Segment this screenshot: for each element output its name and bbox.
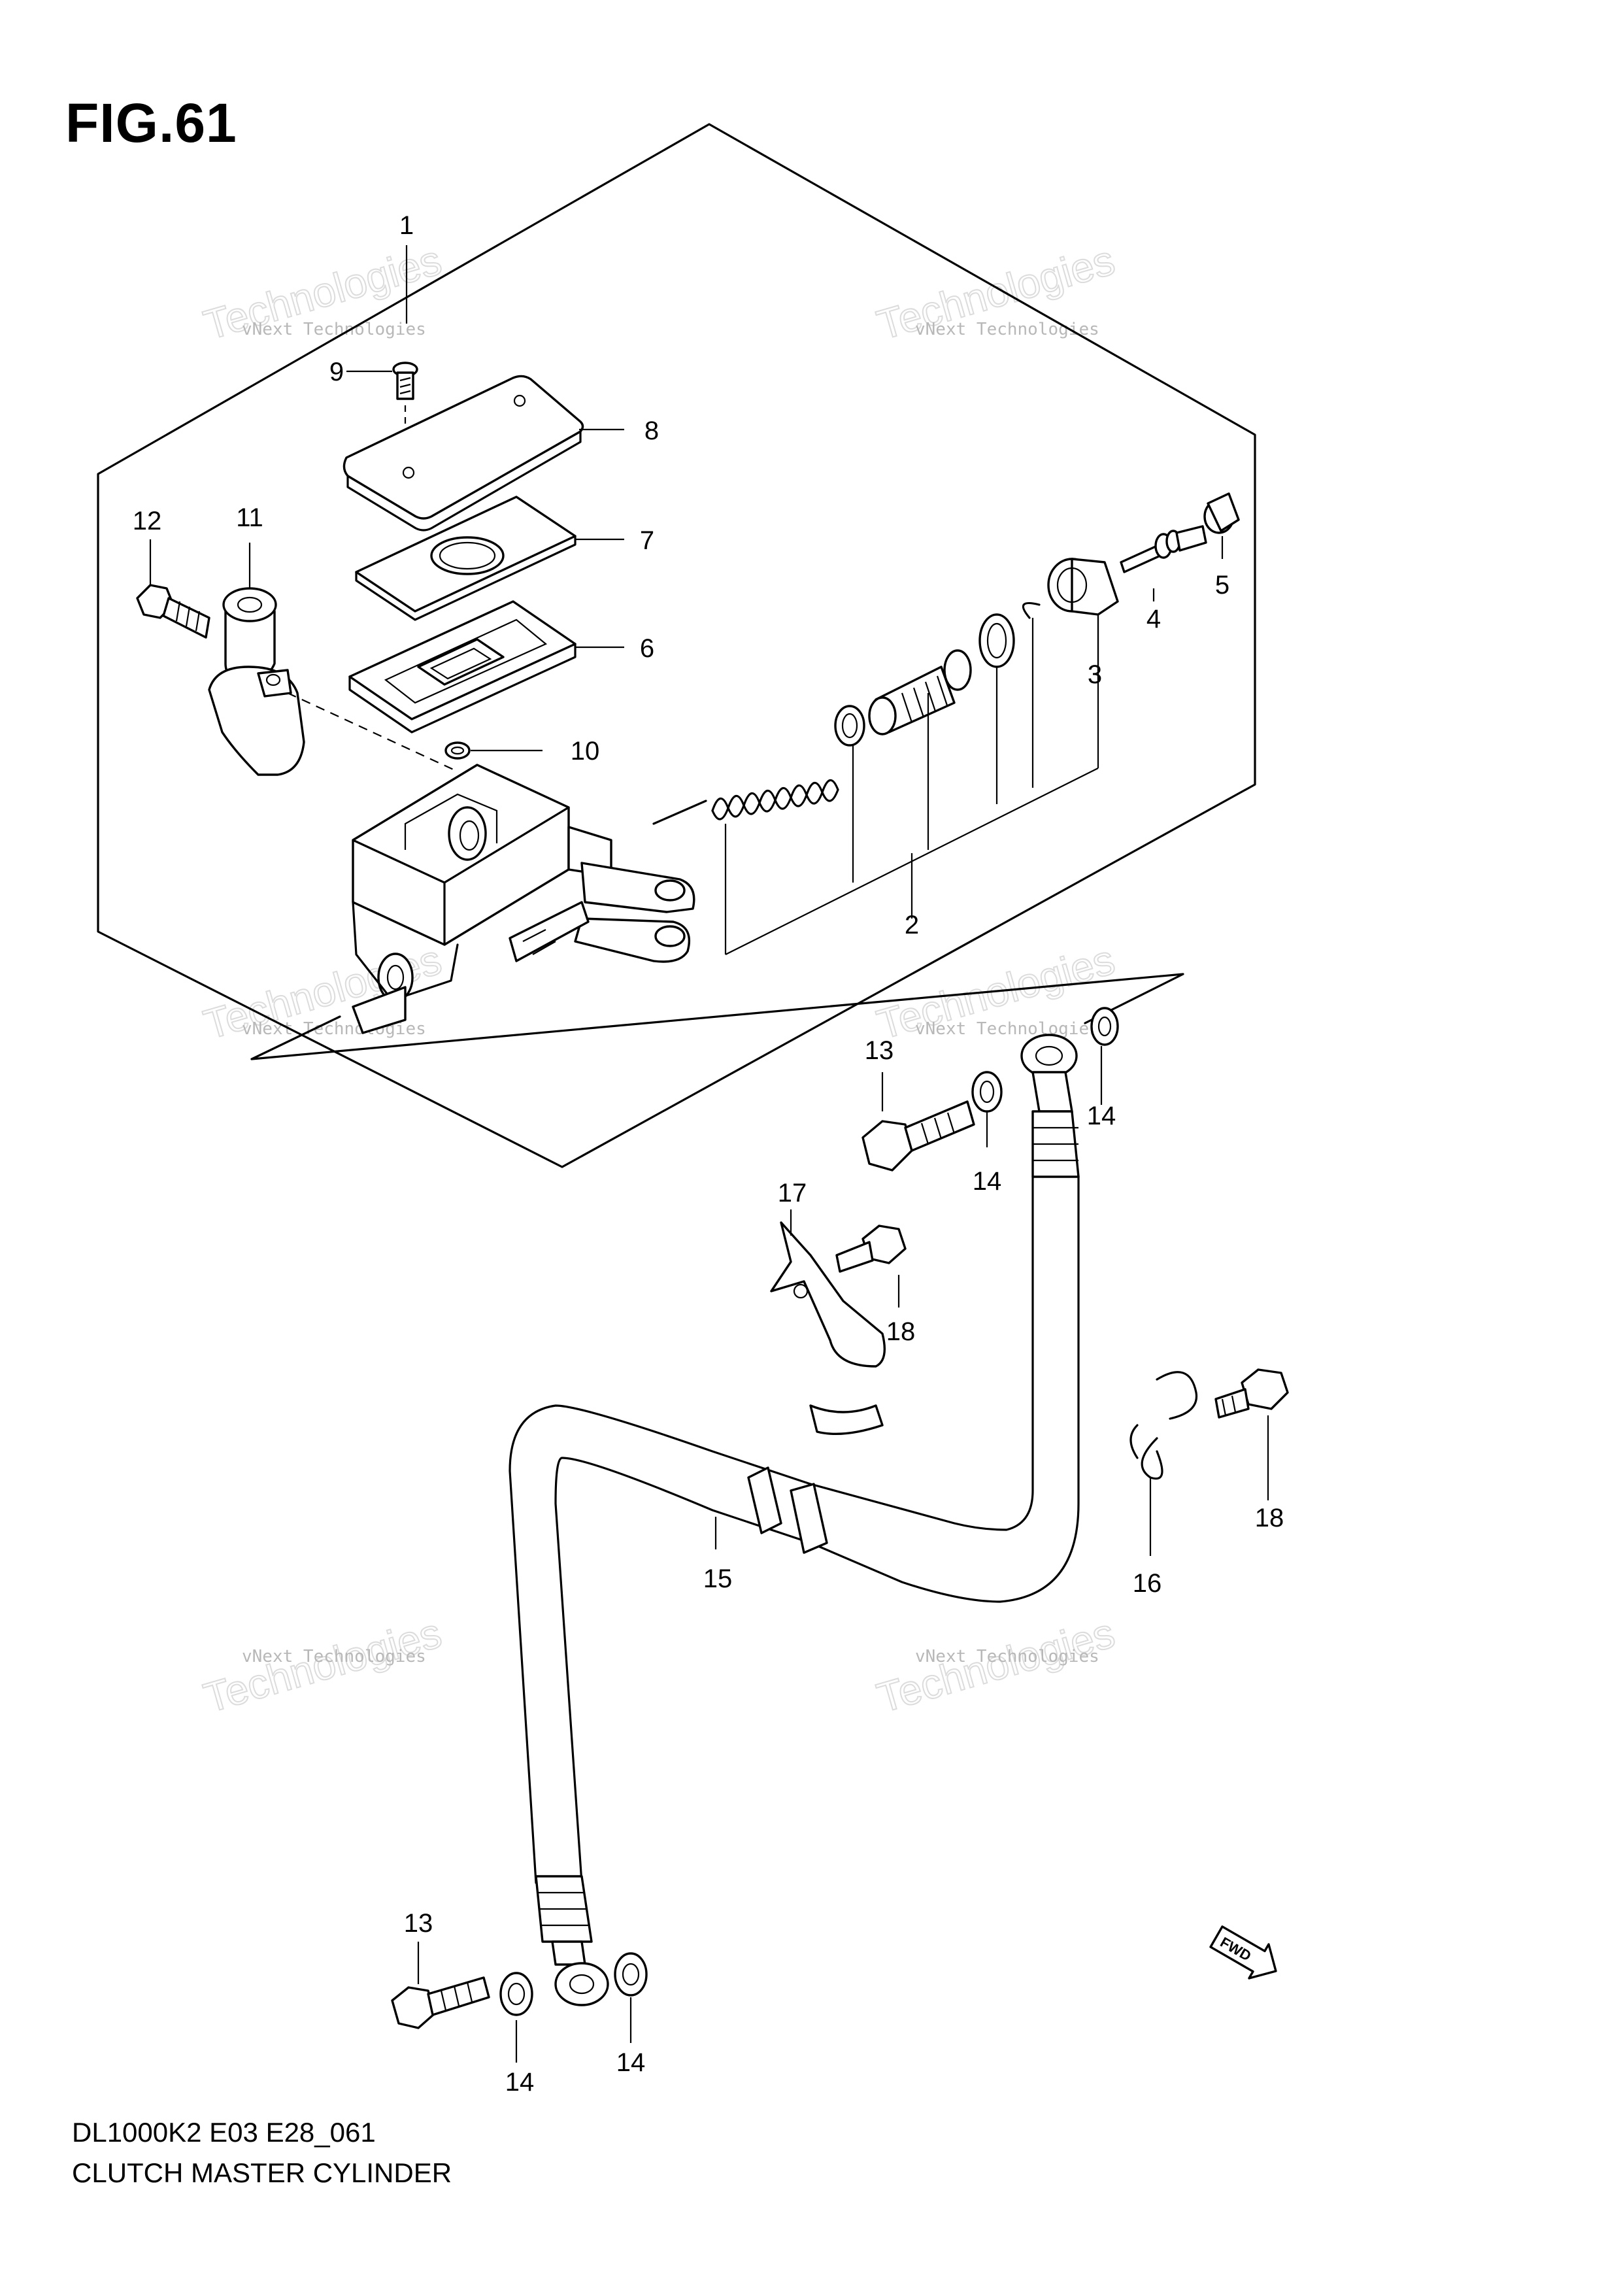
figure-title: FIG.61 (65, 92, 237, 154)
callout-15: 15 (703, 1564, 733, 1593)
bolt-part-18-lower (1214, 1368, 1289, 1419)
oring-part-10 (444, 741, 471, 760)
callout-14: 14 (505, 2068, 535, 2097)
callout-17: 17 (778, 1179, 807, 1207)
diaphragm-plate-part-7 (355, 496, 577, 621)
banjo-fitting-lower (551, 1940, 609, 2006)
callout-10: 10 (571, 737, 600, 766)
clamp-part-11 (208, 587, 458, 776)
screw-part-9 (392, 362, 418, 445)
watermark-text: vNext Technologies (915, 1647, 1099, 1666)
watermark-text: vNext Technologies (242, 320, 426, 339)
callout-14: 14 (616, 2048, 646, 2077)
callout-14: 14 (1087, 1102, 1116, 1130)
callout-9: 9 (329, 358, 344, 386)
callout-14: 14 (973, 1167, 1002, 1196)
callout-16: 16 (1133, 1569, 1162, 1598)
assembly-frame (97, 123, 1256, 1168)
piston-kit-part-2 (652, 558, 1119, 955)
watermark-text: vNext Technologies (915, 1019, 1099, 1039)
fwd-arrow-icon: FWD (1209, 1925, 1277, 1980)
watermark-group: Technologies vNext Technologies Technolo… (198, 235, 1120, 1722)
callout-6: 6 (640, 634, 654, 663)
callout-2: 2 (905, 911, 919, 939)
callout-3: 3 (1088, 660, 1102, 689)
callout-12: 12 (133, 507, 162, 535)
washer-part-14 (971, 1007, 1119, 1113)
callout-1: 1 (399, 211, 414, 240)
banjo-bolt-part-13-lower (391, 1976, 490, 2029)
callout-18: 18 (1255, 1504, 1284, 1532)
banjo-fitting-upper (1020, 1034, 1080, 1178)
callout-4: 4 (1146, 605, 1161, 633)
pushrod-part-4 (1120, 525, 1207, 573)
callout-numbers: 1 2 3 4 5 6 7 8 9 10 11 12 13 14 14 15 1… (133, 211, 1284, 2097)
section-plane (250, 973, 1184, 1060)
bracket-part-17 (770, 1221, 886, 1436)
hose-part-15 (509, 1175, 1080, 1943)
callout-leaders (149, 245, 1269, 2063)
bolt-part-18-upper (835, 1224, 907, 1273)
callout-7: 7 (640, 526, 654, 555)
banjo-bolt-part-13 (861, 1100, 975, 1172)
callout-5: 5 (1215, 571, 1229, 599)
reservoir-cap-part-8 (343, 375, 584, 532)
callout-11: 11 (236, 503, 263, 532)
watermark-text: vNext Technologies (242, 1647, 426, 1666)
washer-part-14-lower (499, 1952, 648, 2016)
master-cylinder-body (352, 764, 695, 1034)
callout-8: 8 (644, 416, 659, 445)
clip-part-16 (1129, 1371, 1198, 1480)
model-code: DL1000K2 E03 E28_061 (72, 2117, 376, 2148)
diagram-title: CLUTCH MASTER CYLINDER (72, 2157, 452, 2188)
callout-13: 13 (865, 1036, 894, 1065)
diaphragm-part-6 (348, 600, 577, 734)
bolt-part-12 (136, 584, 210, 639)
callout-18: 18 (886, 1317, 916, 1346)
callout-13: 13 (404, 1909, 433, 1938)
cap-part-5 (1203, 492, 1240, 534)
